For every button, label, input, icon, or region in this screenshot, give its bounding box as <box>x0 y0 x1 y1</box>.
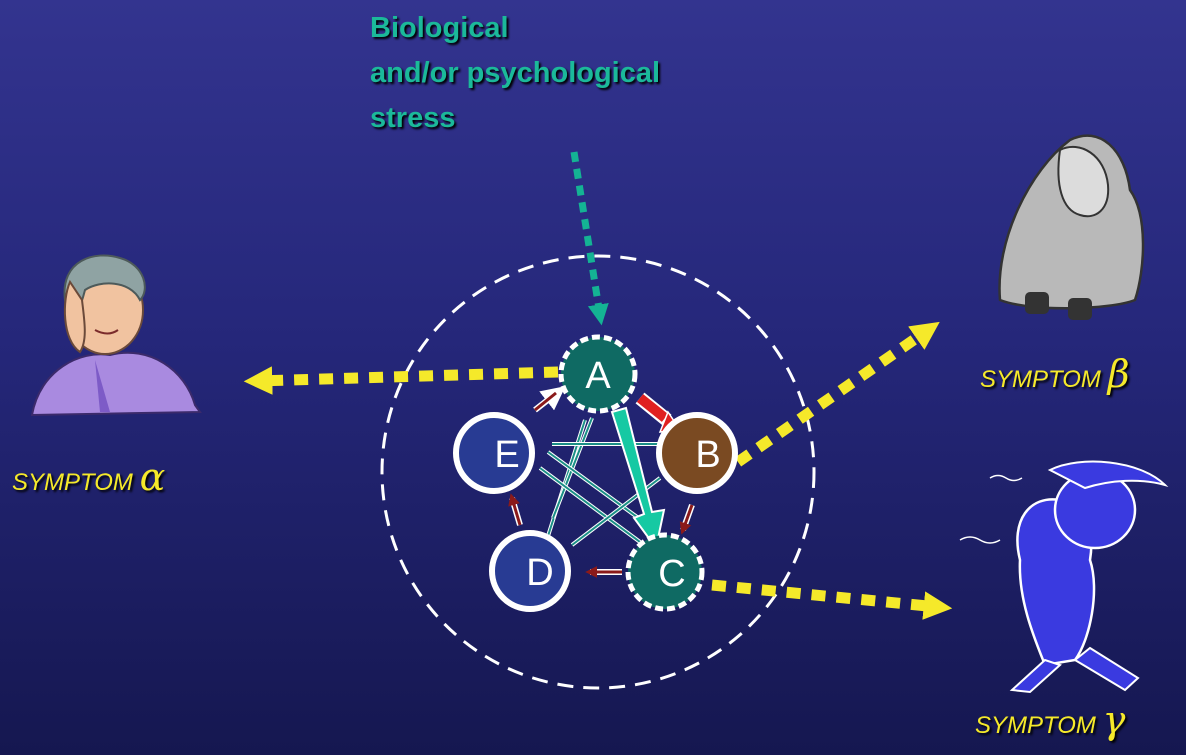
stress-arrow <box>574 152 600 315</box>
node-a: A <box>561 337 635 411</box>
node-b: B <box>659 415 735 491</box>
node-a-label: A <box>585 355 611 397</box>
node-c: C <box>628 535 702 609</box>
node-d: D <box>492 533 568 609</box>
node-b-label: B <box>695 434 720 476</box>
symptom-beta-arrow <box>738 330 928 462</box>
node-d-label: D <box>526 552 553 594</box>
symptom-beta-label: SYMPTOM β <box>980 352 1130 396</box>
symptom-alpha-arrow <box>258 372 558 381</box>
symptom-alpha-text: SYMPTOM <box>12 469 133 496</box>
symptom-beta-greek: β <box>1108 352 1130 396</box>
symptom-gamma-greek: γ <box>1103 698 1126 742</box>
symptom-alpha-greek: α <box>140 455 166 499</box>
arrow-e-to-a-inner <box>535 393 556 410</box>
symptom-gamma-arrow <box>712 585 938 607</box>
symptom-beta-text: SYMPTOM <box>980 366 1101 393</box>
symptom-gamma-text: SYMPTOM <box>975 712 1096 739</box>
cloaked-person-icon <box>1000 136 1143 320</box>
node-e-label: E <box>494 434 519 476</box>
node-c-label: C <box>658 553 685 595</box>
woman-headache-icon <box>32 255 200 415</box>
symptom-alpha-label: SYMPTOM α <box>12 455 165 499</box>
node-e: E <box>456 415 532 491</box>
windswept-walking-person-icon <box>960 462 1165 692</box>
system-boundary-circle <box>382 256 814 688</box>
symptom-gamma-label: SYMPTOM γ <box>975 698 1125 742</box>
